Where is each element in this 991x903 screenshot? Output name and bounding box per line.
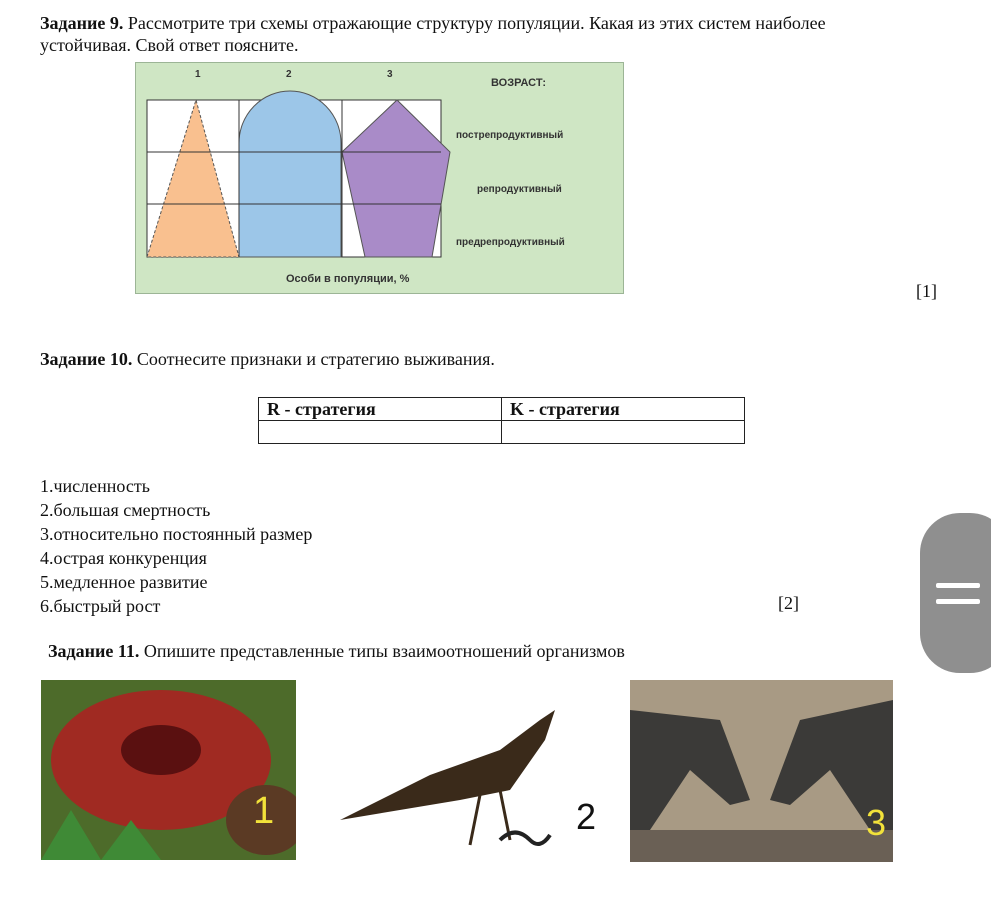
header-k-strategy: K - стратегия — [501, 397, 745, 421]
list-item: 4.острая конкуренция — [40, 548, 207, 568]
image-label: 2 — [576, 796, 597, 837]
task11-text: Задание 11. Опишите представленные типы … — [48, 640, 625, 662]
column-label: 2 — [286, 69, 292, 80]
dome-pyramid — [238, 90, 342, 258]
list-item: 2.большая смертность — [40, 500, 211, 520]
age-label: предрепродуктивный — [456, 237, 565, 248]
header-r-strategy: R - стратегия — [258, 397, 502, 421]
list-item: 1.численность — [40, 476, 150, 496]
x-axis-label: Особи в популяции, % — [286, 273, 410, 285]
task9-score: [1] — [916, 281, 937, 301]
task10-title: Задание 10. — [40, 349, 133, 369]
column-label: 1 — [195, 69, 201, 80]
kudu-image: 3 — [630, 680, 893, 862]
task10-score: [2] — [778, 593, 799, 613]
secretary-bird-image: 2 — [340, 680, 610, 855]
population-diagram: 1 2 3 ВОЗРАСТ: пострепродуктивный репрод… — [135, 62, 624, 294]
list-item: 3.относительно постоянный размер — [40, 524, 313, 544]
image-label: 1 — [253, 790, 275, 832]
list-item: 6.быстрый рост — [40, 596, 161, 616]
task11-question: Опишите представленные типы взаимоотноше… — [143, 641, 625, 661]
task9-title: Задание 9. — [40, 13, 124, 33]
task9-text: Задание 9. Рассмотрите три схемы отражаю… — [40, 12, 920, 56]
age-header: ВОЗРАСТ: — [491, 77, 547, 89]
triangle-pyramid — [146, 98, 240, 258]
image-label: 3 — [866, 802, 887, 843]
age-label: репродуктивный — [477, 184, 562, 195]
task11-title: Задание 11. — [48, 641, 140, 661]
answer-cell-k[interactable] — [501, 420, 745, 444]
traits-list: 1.численность 2.большая смертность 3.отн… — [40, 474, 312, 618]
answer-cell-r[interactable] — [258, 420, 502, 444]
age-label: пострепродуктивный — [456, 130, 564, 141]
list-item: 5.медленное развитие — [40, 572, 208, 592]
task10-question: Соотнесите признаки и стратегию выживани… — [136, 349, 495, 369]
grip-line-icon — [936, 583, 980, 588]
column-label: 3 — [387, 69, 393, 80]
rafflesia-image: 1 — [41, 680, 296, 860]
scroll-handle[interactable] — [920, 513, 991, 673]
task9-question: Рассмотрите три схемы отражающие структу… — [40, 13, 826, 55]
task10-text: Задание 10. Соотнесите признаки и страте… — [40, 348, 495, 370]
grip-line-icon — [936, 599, 980, 604]
